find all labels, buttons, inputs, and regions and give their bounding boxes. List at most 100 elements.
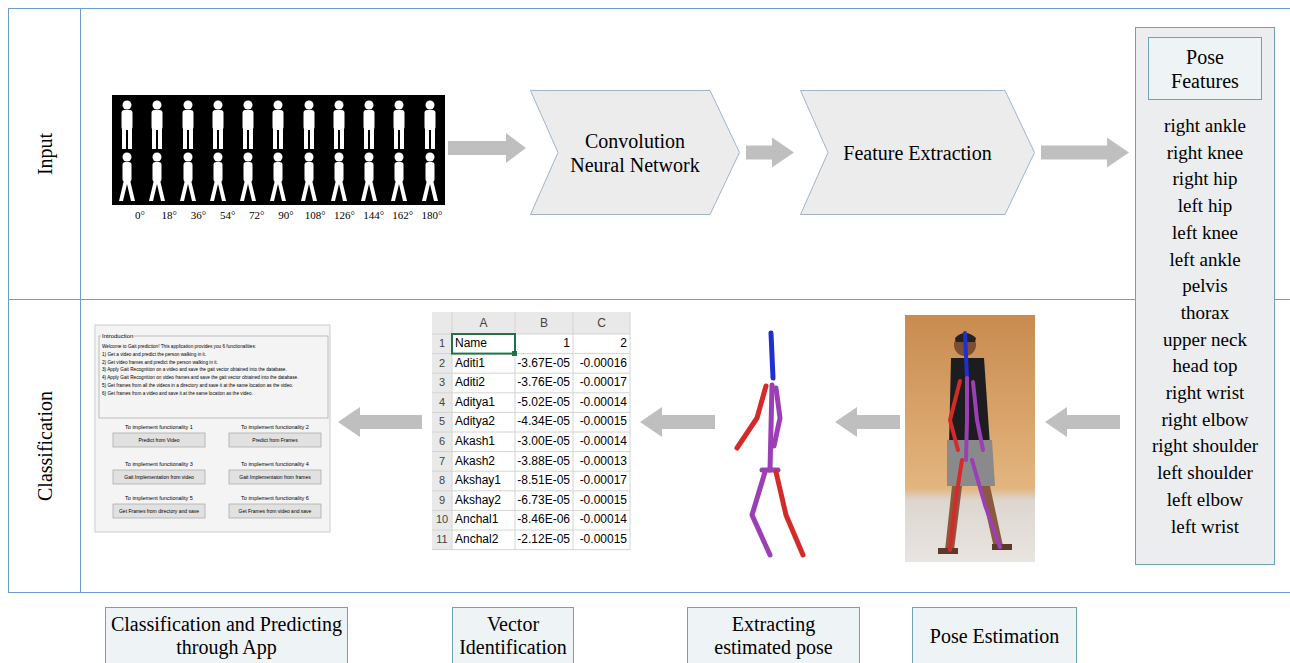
table-cell: -3.00E-05 — [517, 432, 570, 452]
feature-item: left ankle — [1136, 247, 1274, 274]
table-cell: Anchal2 — [455, 530, 512, 550]
app-button-caption: To implement functionality 5 — [99, 494, 219, 502]
angle-label: 0° — [120, 207, 160, 223]
app-intro-line: 2) Get video frames and predict the pers… — [102, 359, 218, 366]
app-button-text: Predict from Video — [113, 433, 205, 447]
app-button-text: Gait Implementation from video — [113, 470, 205, 484]
row-number: 10 — [432, 510, 452, 530]
table-cell: -8.51E-05 — [517, 471, 570, 491]
app-button-caption: To implement functionality 4 — [215, 460, 335, 468]
feature-item: thorax — [1136, 300, 1274, 327]
angle-label: 36° — [178, 207, 218, 223]
app-intro-line: 6) Get frames from a video and save it a… — [102, 390, 253, 397]
stage-label: Classification and Predicting through Ap… — [110, 613, 343, 659]
table-cell: Anchal1 — [455, 510, 512, 530]
table-cell: -0.00017 — [575, 471, 627, 491]
angle-label: 18° — [149, 207, 189, 223]
table-cell: -0.00015 — [575, 530, 627, 550]
chevron-outline — [530, 90, 740, 215]
table-cell: -2.12E-05 — [517, 530, 570, 550]
table-cell: Name — [455, 334, 512, 354]
table-cell: -0.00017 — [575, 373, 627, 393]
stage-label: Vector Identification — [457, 613, 569, 659]
table-cell: -0.00013 — [575, 452, 627, 472]
flow-arrow — [746, 138, 794, 168]
row-band: Input Convolution Neural Network Feature E… — [8, 8, 1290, 300]
row-band: Classification — [8, 300, 1290, 593]
process-label: Feature Extraction — [823, 141, 1013, 165]
table-cell: 2 — [575, 334, 627, 354]
table-cell: Aditi1 — [455, 354, 512, 374]
table-cell: -0.00014 — [575, 393, 627, 413]
angle-label: 126° — [324, 207, 364, 223]
app-button-text: Get Frames from directory and save — [113, 504, 205, 518]
feature-item: right wrist — [1136, 380, 1274, 407]
row-number: 2 — [432, 354, 452, 374]
app-button-text: Get Frames from video and save — [229, 504, 321, 518]
gait-silhouettes — [112, 95, 445, 205]
flow-arrow — [1041, 138, 1129, 168]
table-cell: -0.00015 — [575, 412, 627, 432]
app-button-caption: To implement functionality 2 — [215, 423, 335, 431]
stage-label-box: Extracting estimated pose — [687, 607, 860, 663]
row-number: 1 — [432, 334, 452, 354]
table-cell: Aditya1 — [455, 393, 512, 413]
angle-label: 180° — [412, 207, 452, 223]
spreadsheet — [432, 312, 630, 550]
feature-item: right elbow — [1136, 407, 1274, 434]
table-cell: -6.73E-05 — [517, 491, 570, 511]
process-chevron: Feature Extraction — [800, 90, 1035, 215]
feature-item: right hip — [1136, 166, 1274, 193]
table-cell: -5.02E-05 — [517, 393, 570, 413]
app-intro-line: 5) Get frames from all the videos in a d… — [102, 382, 293, 389]
app-button-caption: To implement functionality 3 — [99, 460, 219, 468]
table-cell: -0.00015 — [575, 491, 627, 511]
angle-label: 90° — [266, 207, 306, 223]
process-label: Convolution Neural Network — [570, 129, 700, 177]
app-button-caption: To implement functionality 1 — [99, 423, 219, 431]
chevron-shape — [801, 91, 1035, 215]
app-intro-line: 1) Get a video and predict the person wa… — [102, 351, 206, 358]
row-label-cell: Input — [9, 9, 81, 299]
feature-item: left hip — [1136, 193, 1274, 220]
pose-photo — [905, 315, 1035, 562]
feature-item: head top — [1136, 353, 1274, 380]
table-cell: Akshay2 — [455, 491, 512, 511]
table-cell: -8.46E-06 — [517, 510, 570, 530]
angle-label: 144° — [354, 207, 394, 223]
row-number: 9 — [432, 491, 452, 511]
angle-label: 72° — [237, 207, 277, 223]
stage-label-box: Pose Estimation — [912, 607, 1077, 663]
app-button-text: Gait Implementaion from frames — [229, 470, 321, 484]
table-cell: -3.88E-05 — [517, 452, 570, 472]
app-button-caption: To implement functionality 6 — [215, 494, 335, 502]
column-header: A — [452, 312, 515, 334]
table-cell: -0.00014 — [575, 510, 627, 530]
row-label: Classification — [33, 391, 56, 501]
feature-item: right ankle — [1136, 113, 1274, 140]
stick-figure — [737, 333, 803, 555]
chevron-text: Feature Extraction — [823, 141, 1013, 165]
column-header: C — [573, 312, 630, 334]
angle-label: 108° — [295, 207, 335, 223]
app-section-title: Introduction — [101, 332, 134, 340]
app-intro-line: 4) Apply Gait Recognition on video frame… — [102, 374, 298, 381]
table-cell: -3.76E-05 — [517, 373, 570, 393]
app-intro-line: Welcome to Gait prediction! This applica… — [102, 343, 256, 350]
row-number: 6 — [432, 432, 452, 452]
process-chevron: Convolution Neural Network — [530, 90, 740, 215]
chevron-text: Convolution Neural Network — [570, 129, 700, 177]
table-cell: -0.00014 — [575, 432, 627, 452]
table-cell: Akash1 — [455, 432, 512, 452]
table-cell: Akash2 — [455, 452, 512, 472]
feature-item: left wrist — [1136, 514, 1274, 541]
row-number: 11 — [432, 530, 452, 550]
stage-label-box: Classification and Predicting through Ap… — [105, 607, 348, 663]
table-cell: 1 — [517, 334, 570, 354]
row-number: 8 — [432, 471, 452, 491]
row-number: 4 — [432, 393, 452, 413]
row-label: Input — [33, 133, 56, 175]
row-label-cell: Classification — [9, 300, 81, 592]
app-intro-line: 3) Apply Gait Recognition on a video and… — [102, 366, 287, 373]
